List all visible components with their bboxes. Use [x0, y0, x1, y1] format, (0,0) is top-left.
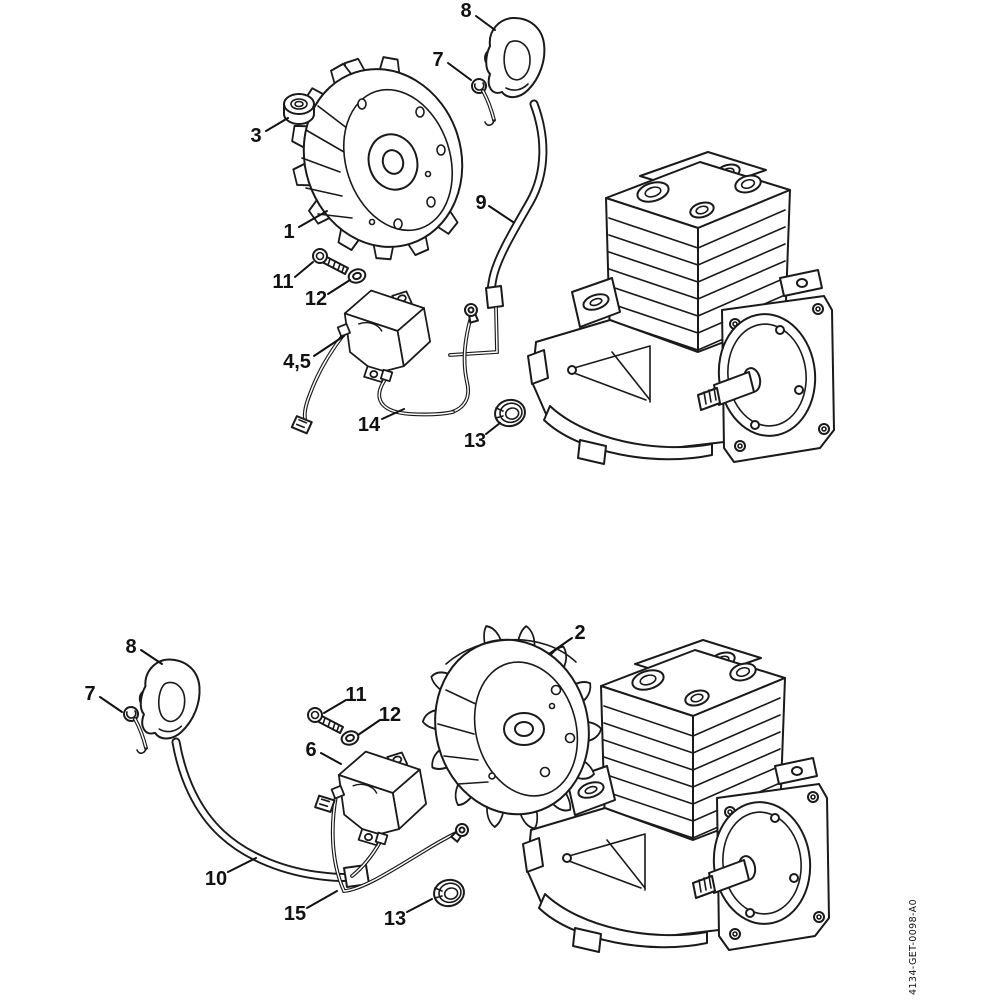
short-circuit-wire: [290, 301, 481, 435]
wire-grommet: [430, 876, 468, 910]
callout-8: 8: [460, 0, 471, 22]
callouts-bottom: 8 7 2 11 12 6 10 15 13: [84, 622, 585, 930]
callout-9: 9: [475, 192, 486, 214]
callout-3: 3: [250, 125, 261, 147]
callout-15: 15: [284, 903, 306, 925]
fan-flywheel: [421, 622, 603, 832]
callout-6: 6: [305, 739, 316, 761]
callout-13: 13: [464, 430, 486, 452]
ignition-module: [330, 750, 428, 847]
spade-connector: [313, 794, 336, 814]
callout-8: 8: [125, 636, 136, 658]
callout-13: 13: [384, 908, 406, 930]
callout-2: 2: [574, 622, 585, 644]
spade-connector: [290, 414, 314, 435]
module-washer: [345, 266, 369, 286]
callout-7: 7: [84, 683, 95, 705]
callouts-top: 8 7 3 1 9 11 12 4,5 14 13: [250, 0, 514, 452]
callout-10: 10: [205, 868, 227, 890]
flywheel-nut: [283, 93, 315, 125]
ignition-lead: [448, 99, 548, 357]
callout-12: 12: [305, 288, 327, 310]
ring-terminal: [448, 820, 472, 845]
callout-7: 7: [432, 49, 443, 71]
callout-14: 14: [358, 414, 381, 436]
diagram-ignition-bottom: 8 7 2 11 12 6 10 15 13: [84, 622, 830, 953]
ignition-module: [336, 289, 431, 383]
callout-12: 12: [379, 704, 401, 726]
callout-1: 1: [283, 221, 294, 243]
callout-11: 11: [345, 684, 366, 706]
module-washer: [338, 728, 362, 748]
spark-plug-boot: [136, 657, 203, 742]
callout-4-5: 4,5: [283, 351, 311, 373]
engine-assembly: [527, 148, 835, 466]
ring-terminal: [462, 301, 481, 325]
module-screw: [312, 248, 349, 275]
document-code: 4134-GET-0098-A0: [908, 899, 919, 995]
diagram-ignition-top: 8 7 3 1 9 11 12 4,5 14 13: [250, 0, 835, 466]
callout-11: 11: [272, 271, 293, 293]
short-circuit-wire: [313, 794, 472, 893]
flywheel: [290, 55, 464, 261]
